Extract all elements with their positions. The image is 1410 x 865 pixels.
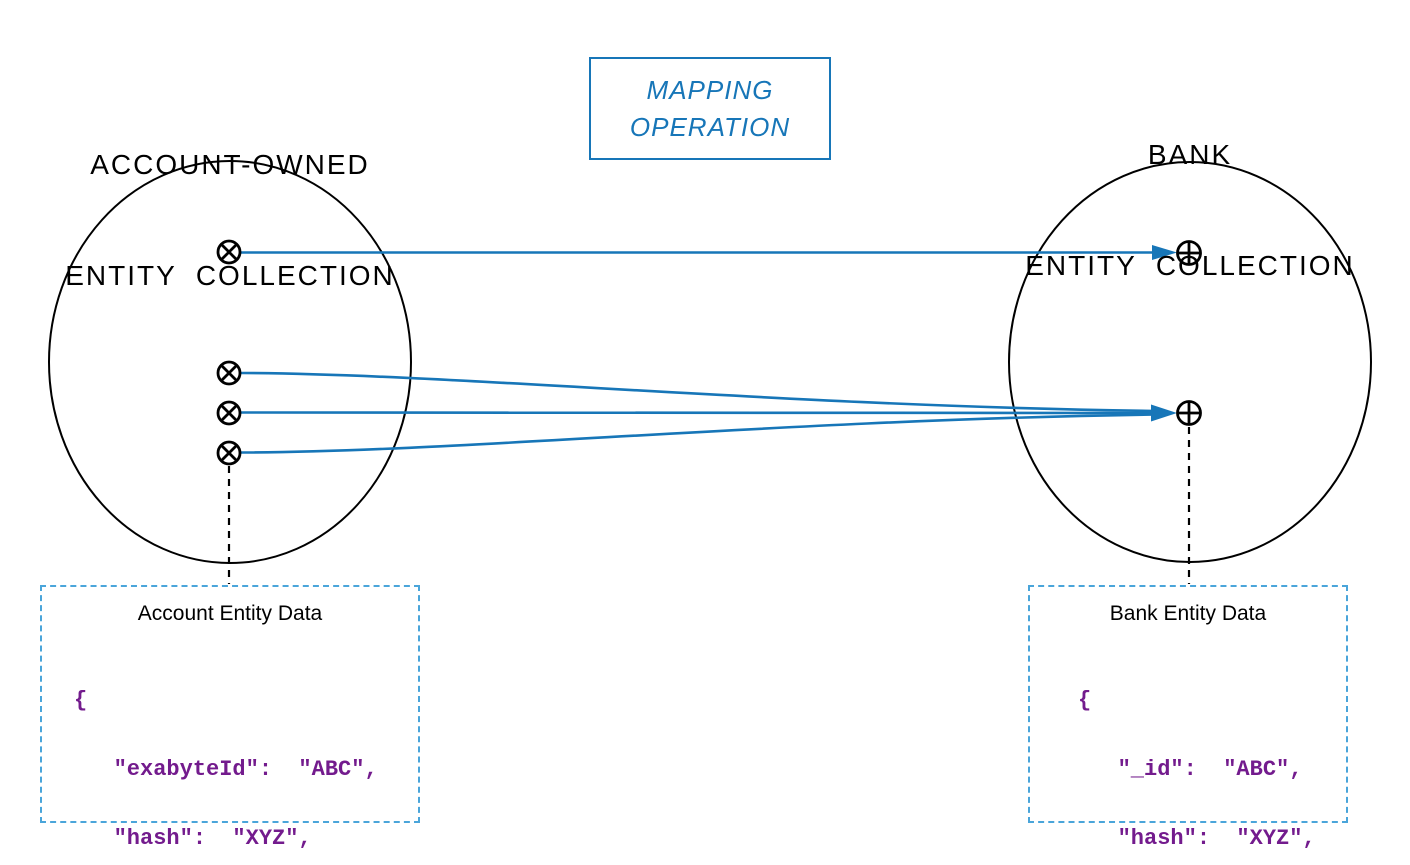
bank-collection-title-line1: BANK bbox=[1147, 139, 1233, 170]
code-line: "hash": "XYZ", bbox=[1078, 826, 1316, 851]
code-line: "hash": "XYZ", bbox=[74, 826, 312, 851]
circle-plus-icon bbox=[1176, 400, 1202, 426]
source-points bbox=[216, 239, 242, 466]
account-entity-data-title: Account Entity Data bbox=[137, 602, 323, 625]
account-collection-title-line1: ACCOUNT-OWNED bbox=[90, 149, 370, 180]
circle-cross-icon bbox=[216, 400, 242, 426]
mapping-arrow-line-4 bbox=[240, 413, 1157, 454]
mapping-arrows bbox=[240, 251, 1157, 454]
mapping-operation-line2: OPERATION bbox=[629, 111, 791, 142]
circle-plus-icon bbox=[1176, 240, 1202, 266]
account-entity-json: { "exabyteId": "ABC", "hash": "XYZ", ...… bbox=[74, 643, 418, 865]
arrowhead-icon bbox=[1152, 245, 1177, 260]
mapping-arrow-line-2 bbox=[240, 371, 1157, 413]
account-collection-title: ACCOUNT-OWNED ENTITY COLLECTION bbox=[10, 72, 450, 368]
bank-entity-json: { "_id": "ABC", "hash": "XYZ", ... } bbox=[1078, 643, 1346, 865]
circle-cross-icon bbox=[216, 360, 242, 386]
bank-collection-title-line2: ENTITY COLLECTION bbox=[1025, 250, 1355, 281]
code-line: { bbox=[74, 688, 88, 713]
bank-collection-title: BANK ENTITY COLLECTION bbox=[970, 62, 1410, 358]
code-line: "_id": "ABC", bbox=[1078, 757, 1303, 782]
code-line: "exabyteId": "ABC", bbox=[74, 757, 378, 782]
circle-cross-icon bbox=[216, 239, 242, 265]
account-collection-title-line2: ENTITY COLLECTION bbox=[65, 260, 395, 291]
code-line: { bbox=[1078, 688, 1092, 713]
mapping-operation-line1: MAPPING bbox=[646, 74, 774, 105]
circle-cross-icon bbox=[216, 440, 242, 466]
target-points bbox=[1176, 240, 1202, 426]
bank-entity-data-title: Bank Entity Data bbox=[1109, 602, 1267, 625]
bank-entity-data-box: Bank Entity Data { "_id": "ABC", "hash":… bbox=[1028, 585, 1348, 850]
mapping-arrow-line-3 bbox=[240, 411, 1157, 415]
arrowhead-icon bbox=[1151, 404, 1177, 422]
account-entity-data-box: Account Entity Data { "exabyteId": "ABC"… bbox=[40, 585, 420, 850]
mapping-operation-box: MAPPING OPERATION bbox=[589, 57, 831, 160]
